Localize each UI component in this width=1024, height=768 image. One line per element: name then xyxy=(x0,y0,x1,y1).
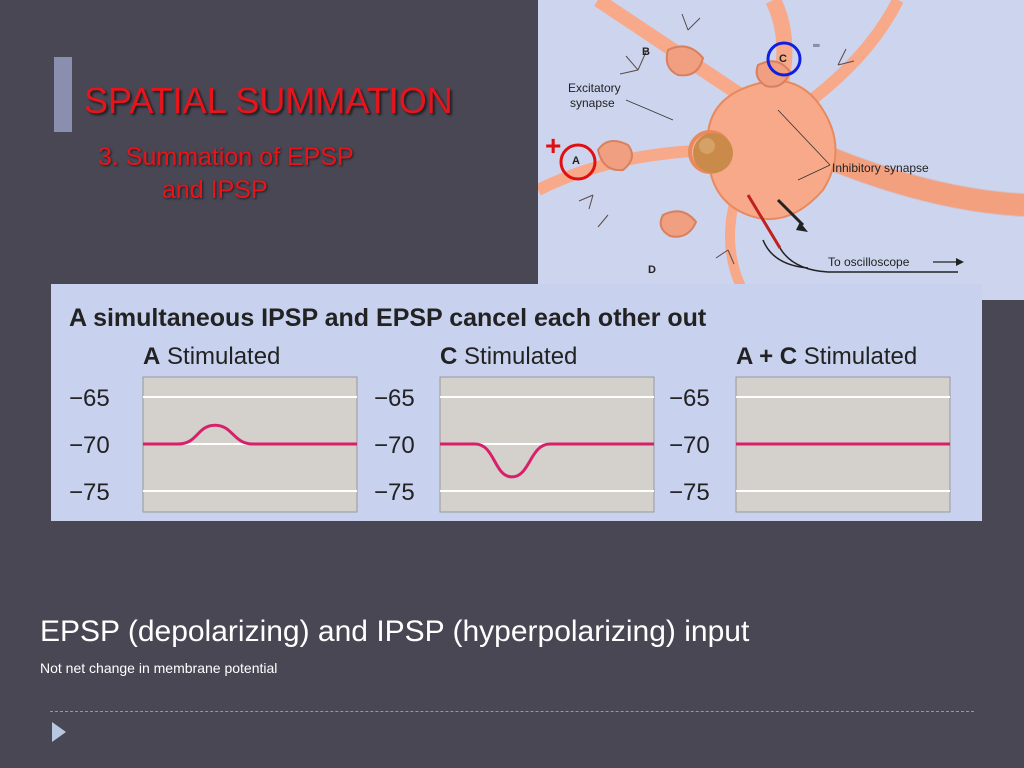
nucleus xyxy=(693,133,733,173)
label-a: A xyxy=(572,155,580,167)
inhibitory-marker-circle xyxy=(766,41,802,77)
y-tick-label: −65 xyxy=(69,385,110,412)
y-tick-label: −65 xyxy=(669,385,710,412)
y-tick-label: −75 xyxy=(374,479,415,506)
label-excitatory-line2: synapse xyxy=(570,96,615,110)
graph-title-bold: C xyxy=(440,343,457,370)
graph-title-bold: A xyxy=(143,343,160,370)
footer-divider xyxy=(50,711,974,712)
next-slide-arrow-icon[interactable] xyxy=(52,722,66,742)
graph-panel: A simultaneous IPSP and EPSP cancel each… xyxy=(51,284,982,521)
membrane-trace xyxy=(143,423,357,446)
y-tick-label: −70 xyxy=(374,432,415,459)
synaptic-terminals xyxy=(596,45,792,238)
y-tick-label: −75 xyxy=(669,479,710,506)
y-tick-label: −70 xyxy=(669,432,710,459)
label-c: C xyxy=(779,53,787,65)
graph-title-rest: Stimulated xyxy=(457,343,577,370)
label-excitatory-line1: Excitatory xyxy=(568,81,621,95)
label-b: B xyxy=(642,46,650,58)
label-inhibitory: Inhibitory synapse xyxy=(832,161,929,175)
slide-title: SPATIAL SUMMATION xyxy=(84,80,453,121)
membrane-trace xyxy=(440,442,654,479)
graph-title-bold: A + C xyxy=(736,343,797,370)
excitatory-marker-circle xyxy=(559,143,597,181)
graph-title: A + C Stimulated xyxy=(736,343,917,370)
title-accent-bar xyxy=(54,57,72,132)
y-tick-label: −70 xyxy=(69,432,110,459)
body-text: EPSP (depolarizing) and IPSP (hyperpolar… xyxy=(40,615,750,648)
graphs-layer: A Stimulated −65 −70 −75 C Stimulated −65 −70 −… xyxy=(69,343,951,513)
graph-panel-heading: A simultaneous IPSP and EPSP cancel each… xyxy=(69,304,707,332)
label-d: D xyxy=(648,264,656,276)
subtitle-line-1: 3. Summation of EPSP xyxy=(98,143,354,171)
electrode xyxy=(746,194,958,273)
label-oscilloscope: To oscilloscope xyxy=(828,255,910,269)
graph-title: C Stimulated xyxy=(440,343,577,370)
subtitle-line-2: and IPSP xyxy=(162,176,268,204)
slide-subtitle: 3. Summation of EPSP and IPSP xyxy=(98,141,354,207)
graph-title-rest: Stimulated xyxy=(797,343,917,370)
plus-marker: + xyxy=(545,130,561,161)
neuron-diagram: B C A D Excitatory synapse Inhibitory sy… xyxy=(538,0,1024,300)
dendrite-branches xyxy=(578,13,855,265)
graph-title-rest: Stimulated xyxy=(160,343,280,370)
y-tick-label: −75 xyxy=(69,479,110,506)
graph-title: A Stimulated xyxy=(143,343,280,370)
y-tick-label: −65 xyxy=(374,385,415,412)
minus-marker: - xyxy=(812,28,821,58)
note-text: Not net change in membrane potential xyxy=(40,660,278,676)
